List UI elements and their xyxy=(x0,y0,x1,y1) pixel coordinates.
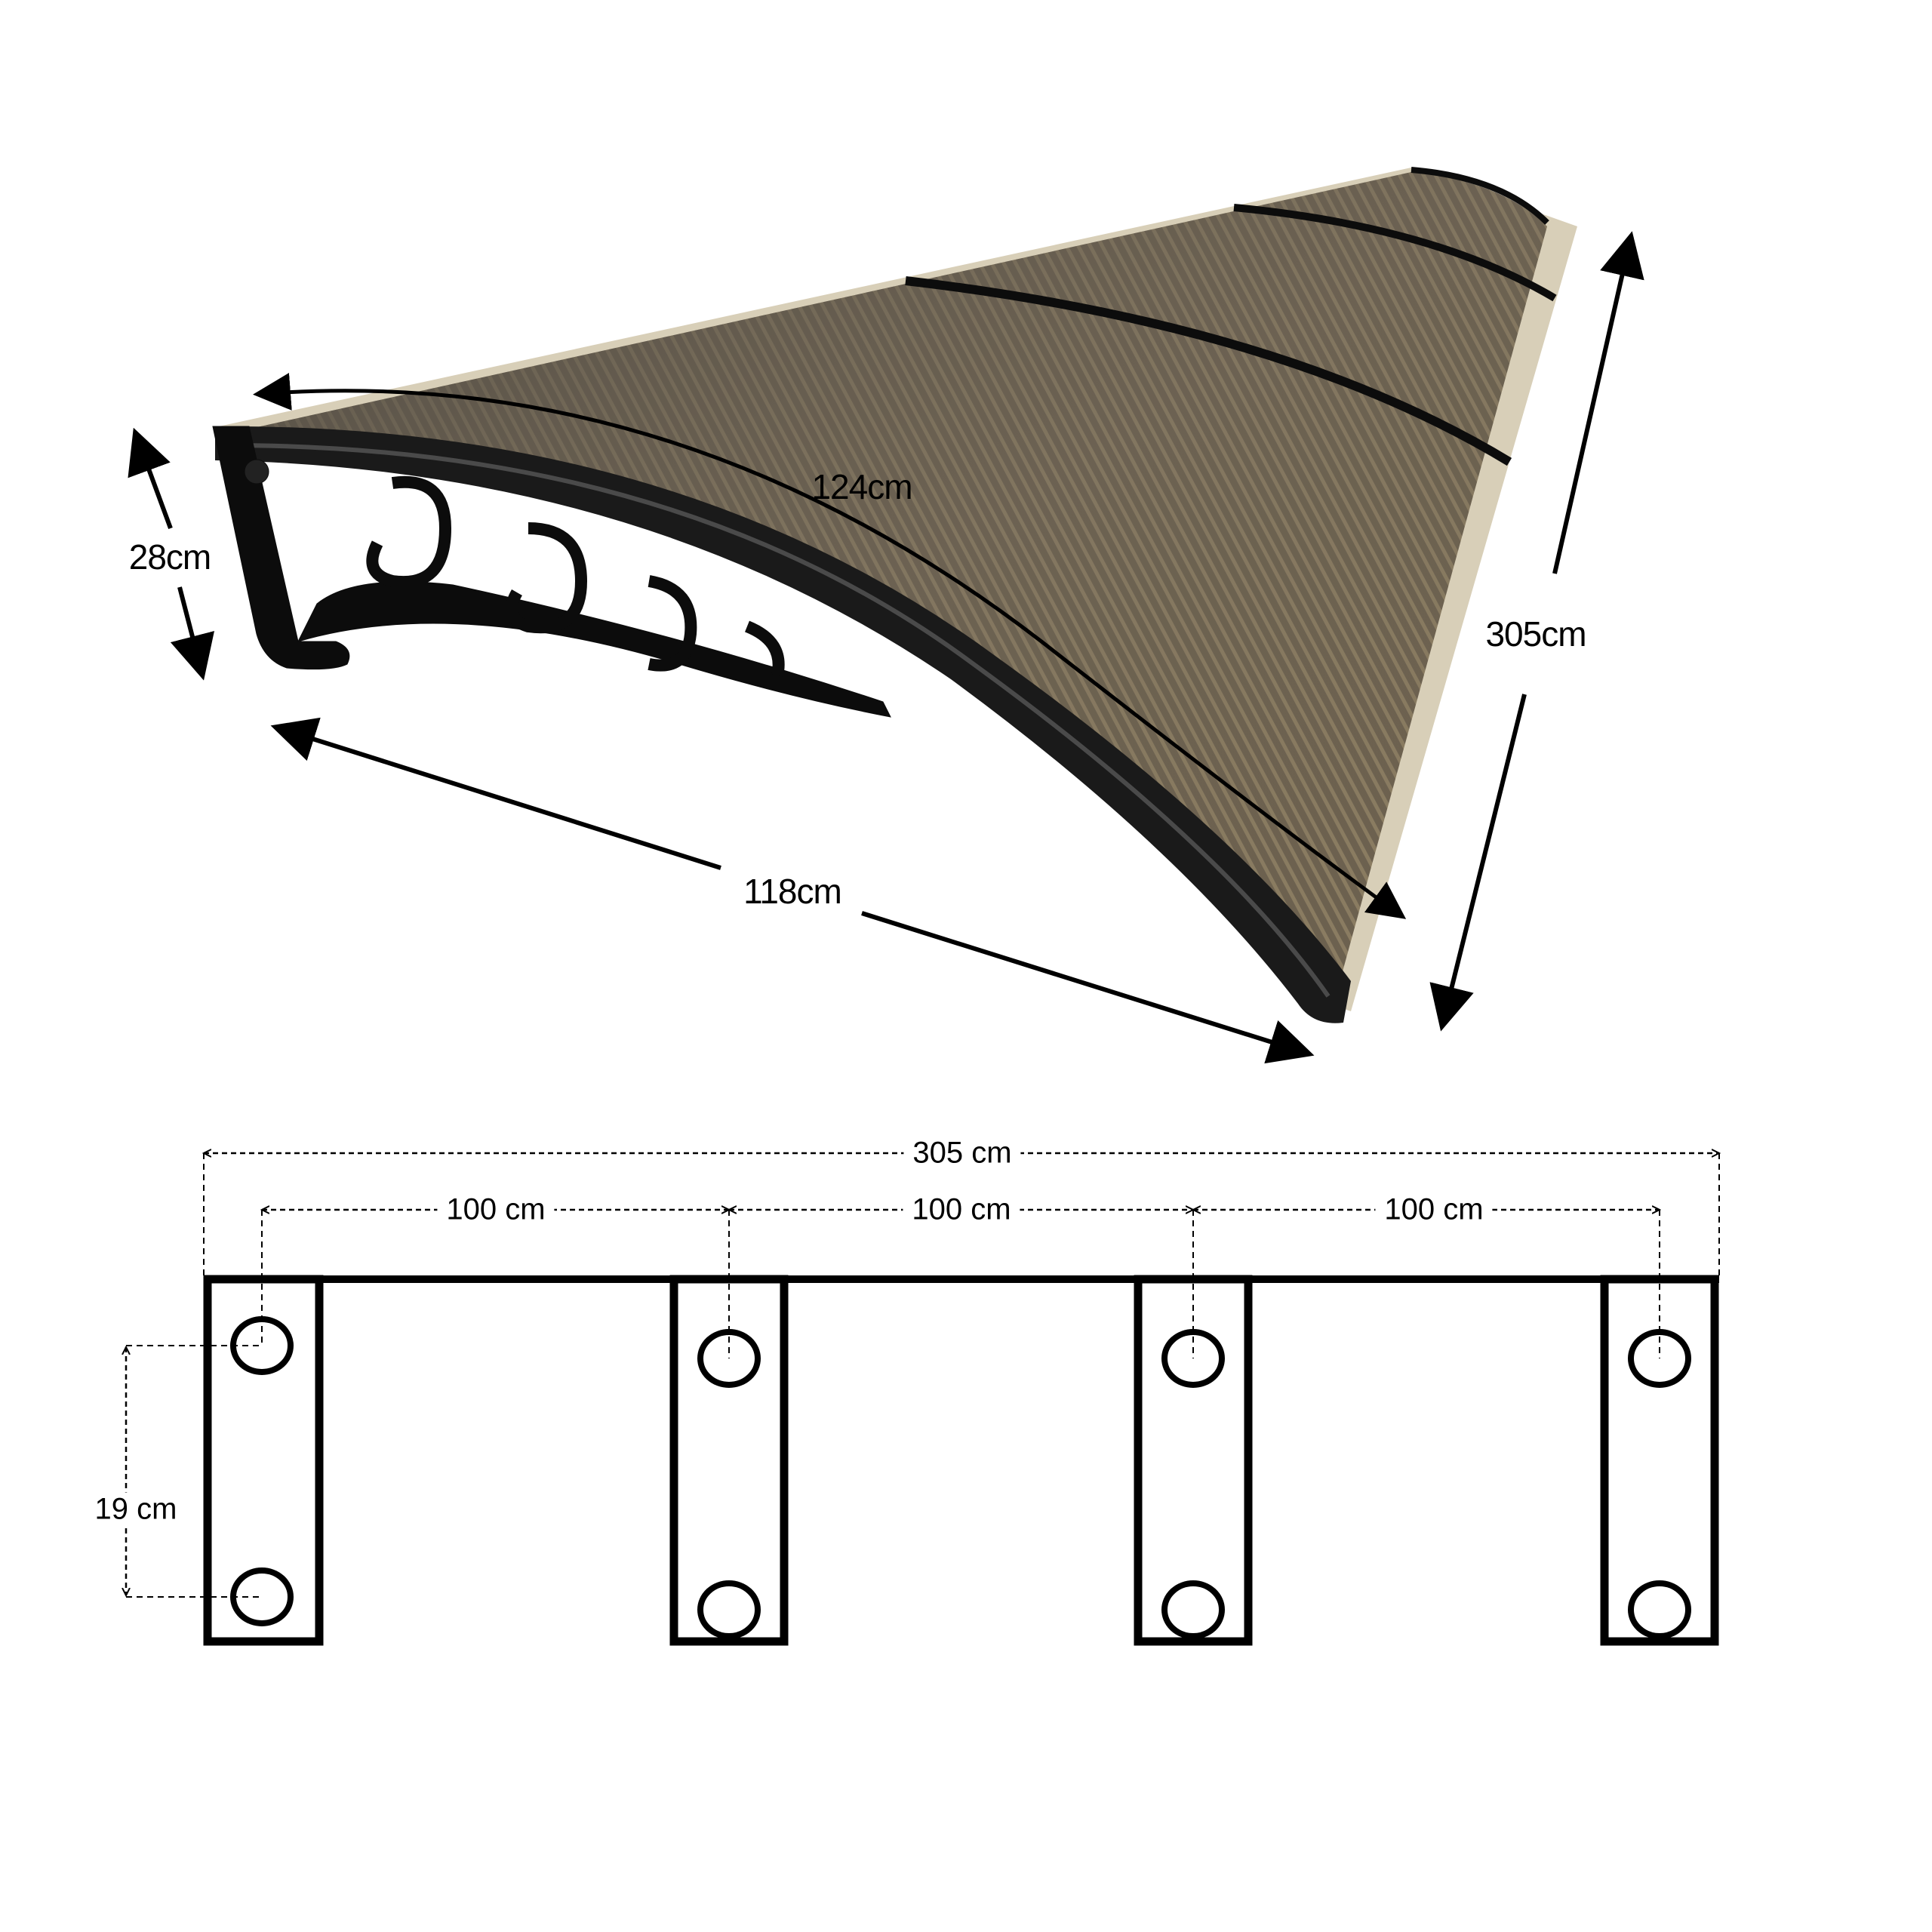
depth-label: 118cm xyxy=(743,872,842,911)
height-label: 28cm xyxy=(128,537,211,577)
arc-length-label: 124cm xyxy=(811,467,912,506)
height-dimension-arrow xyxy=(128,427,173,530)
overall-width-label: 305 cm xyxy=(903,1136,1021,1171)
screw-hole xyxy=(1628,1580,1691,1639)
width-dimension-arrow xyxy=(1552,231,1644,574)
screw-hole xyxy=(1628,1329,1691,1388)
mounting-bracket xyxy=(669,1275,789,1646)
width-label: 305cm xyxy=(1485,614,1586,654)
hole-spacing-label: 19 cm xyxy=(85,1492,186,1527)
screw-hole xyxy=(1161,1580,1225,1639)
screw-hole xyxy=(697,1329,761,1388)
mounting-bracket xyxy=(203,1275,324,1646)
support-rib xyxy=(905,276,1512,466)
awning-photo xyxy=(128,167,1644,1064)
spacing-label-2: 100 cm xyxy=(903,1192,1020,1227)
mounting-bracket xyxy=(1600,1275,1719,1646)
support-rib xyxy=(1411,167,1549,225)
screw-hole xyxy=(1161,1329,1225,1388)
mounting-bracket xyxy=(1134,1275,1253,1646)
depth-dimension-arrow xyxy=(270,717,721,870)
screw-hole xyxy=(697,1580,761,1639)
spacing-label-1: 100 cm xyxy=(437,1192,555,1227)
arc-length-dimension-arrow xyxy=(253,373,1407,919)
support-rib xyxy=(1233,204,1557,302)
top-rail xyxy=(204,1275,1719,1283)
spacing-label-3: 100 cm xyxy=(1375,1192,1493,1227)
